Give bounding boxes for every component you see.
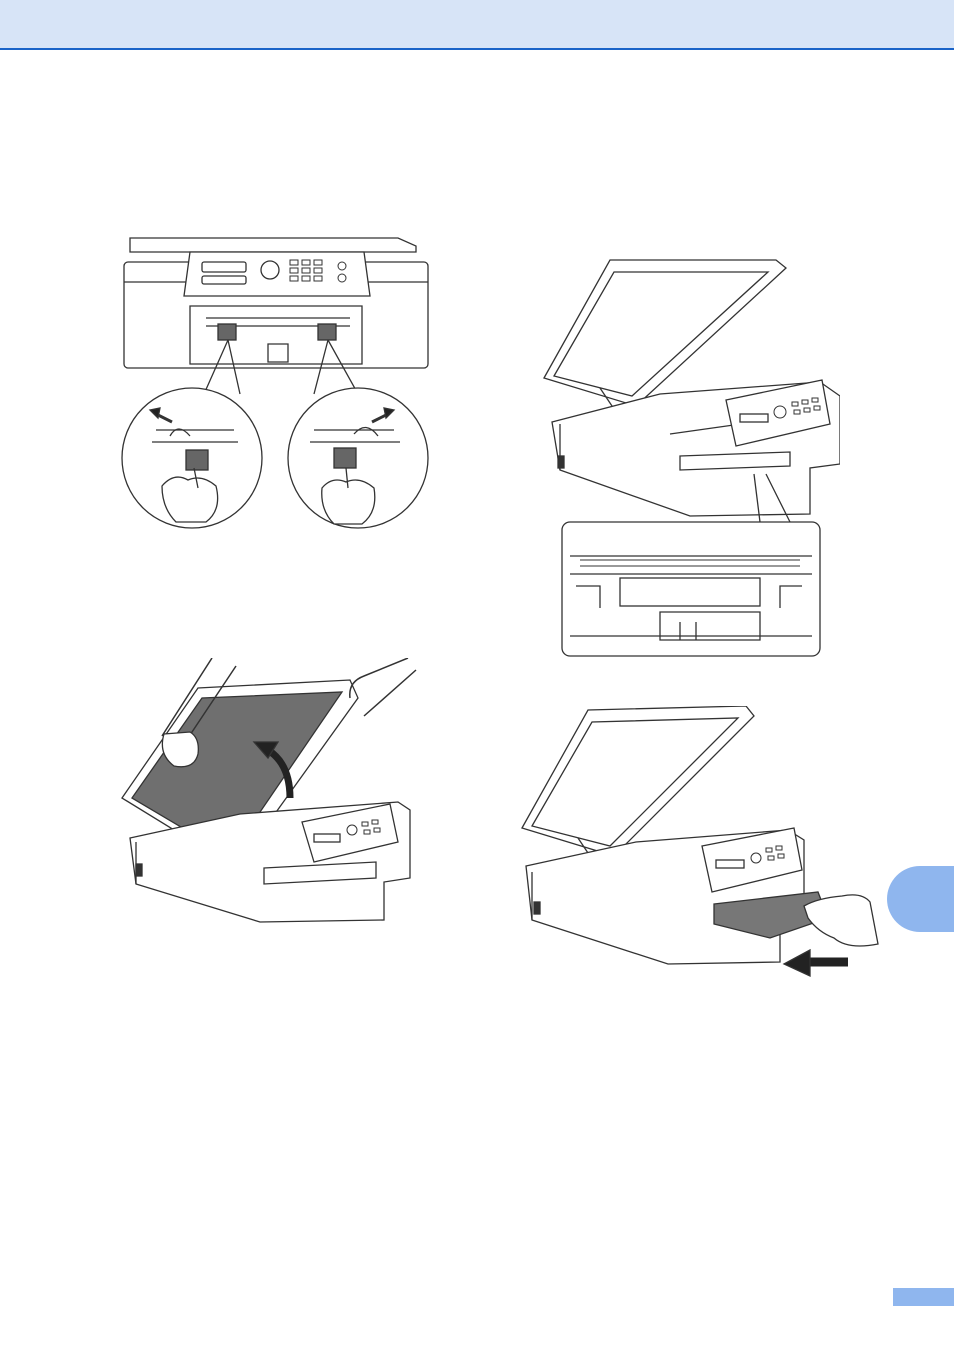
page-number-tab [893,1288,954,1306]
figure-lift-scanner-cover [118,658,418,924]
figure-release-paper-guides [118,226,438,536]
figure-scanner-cover-open-detail [540,256,840,658]
page-header-band [0,0,954,50]
figure-pull-jammed-paper [518,706,888,986]
chapter-tab [887,866,954,932]
